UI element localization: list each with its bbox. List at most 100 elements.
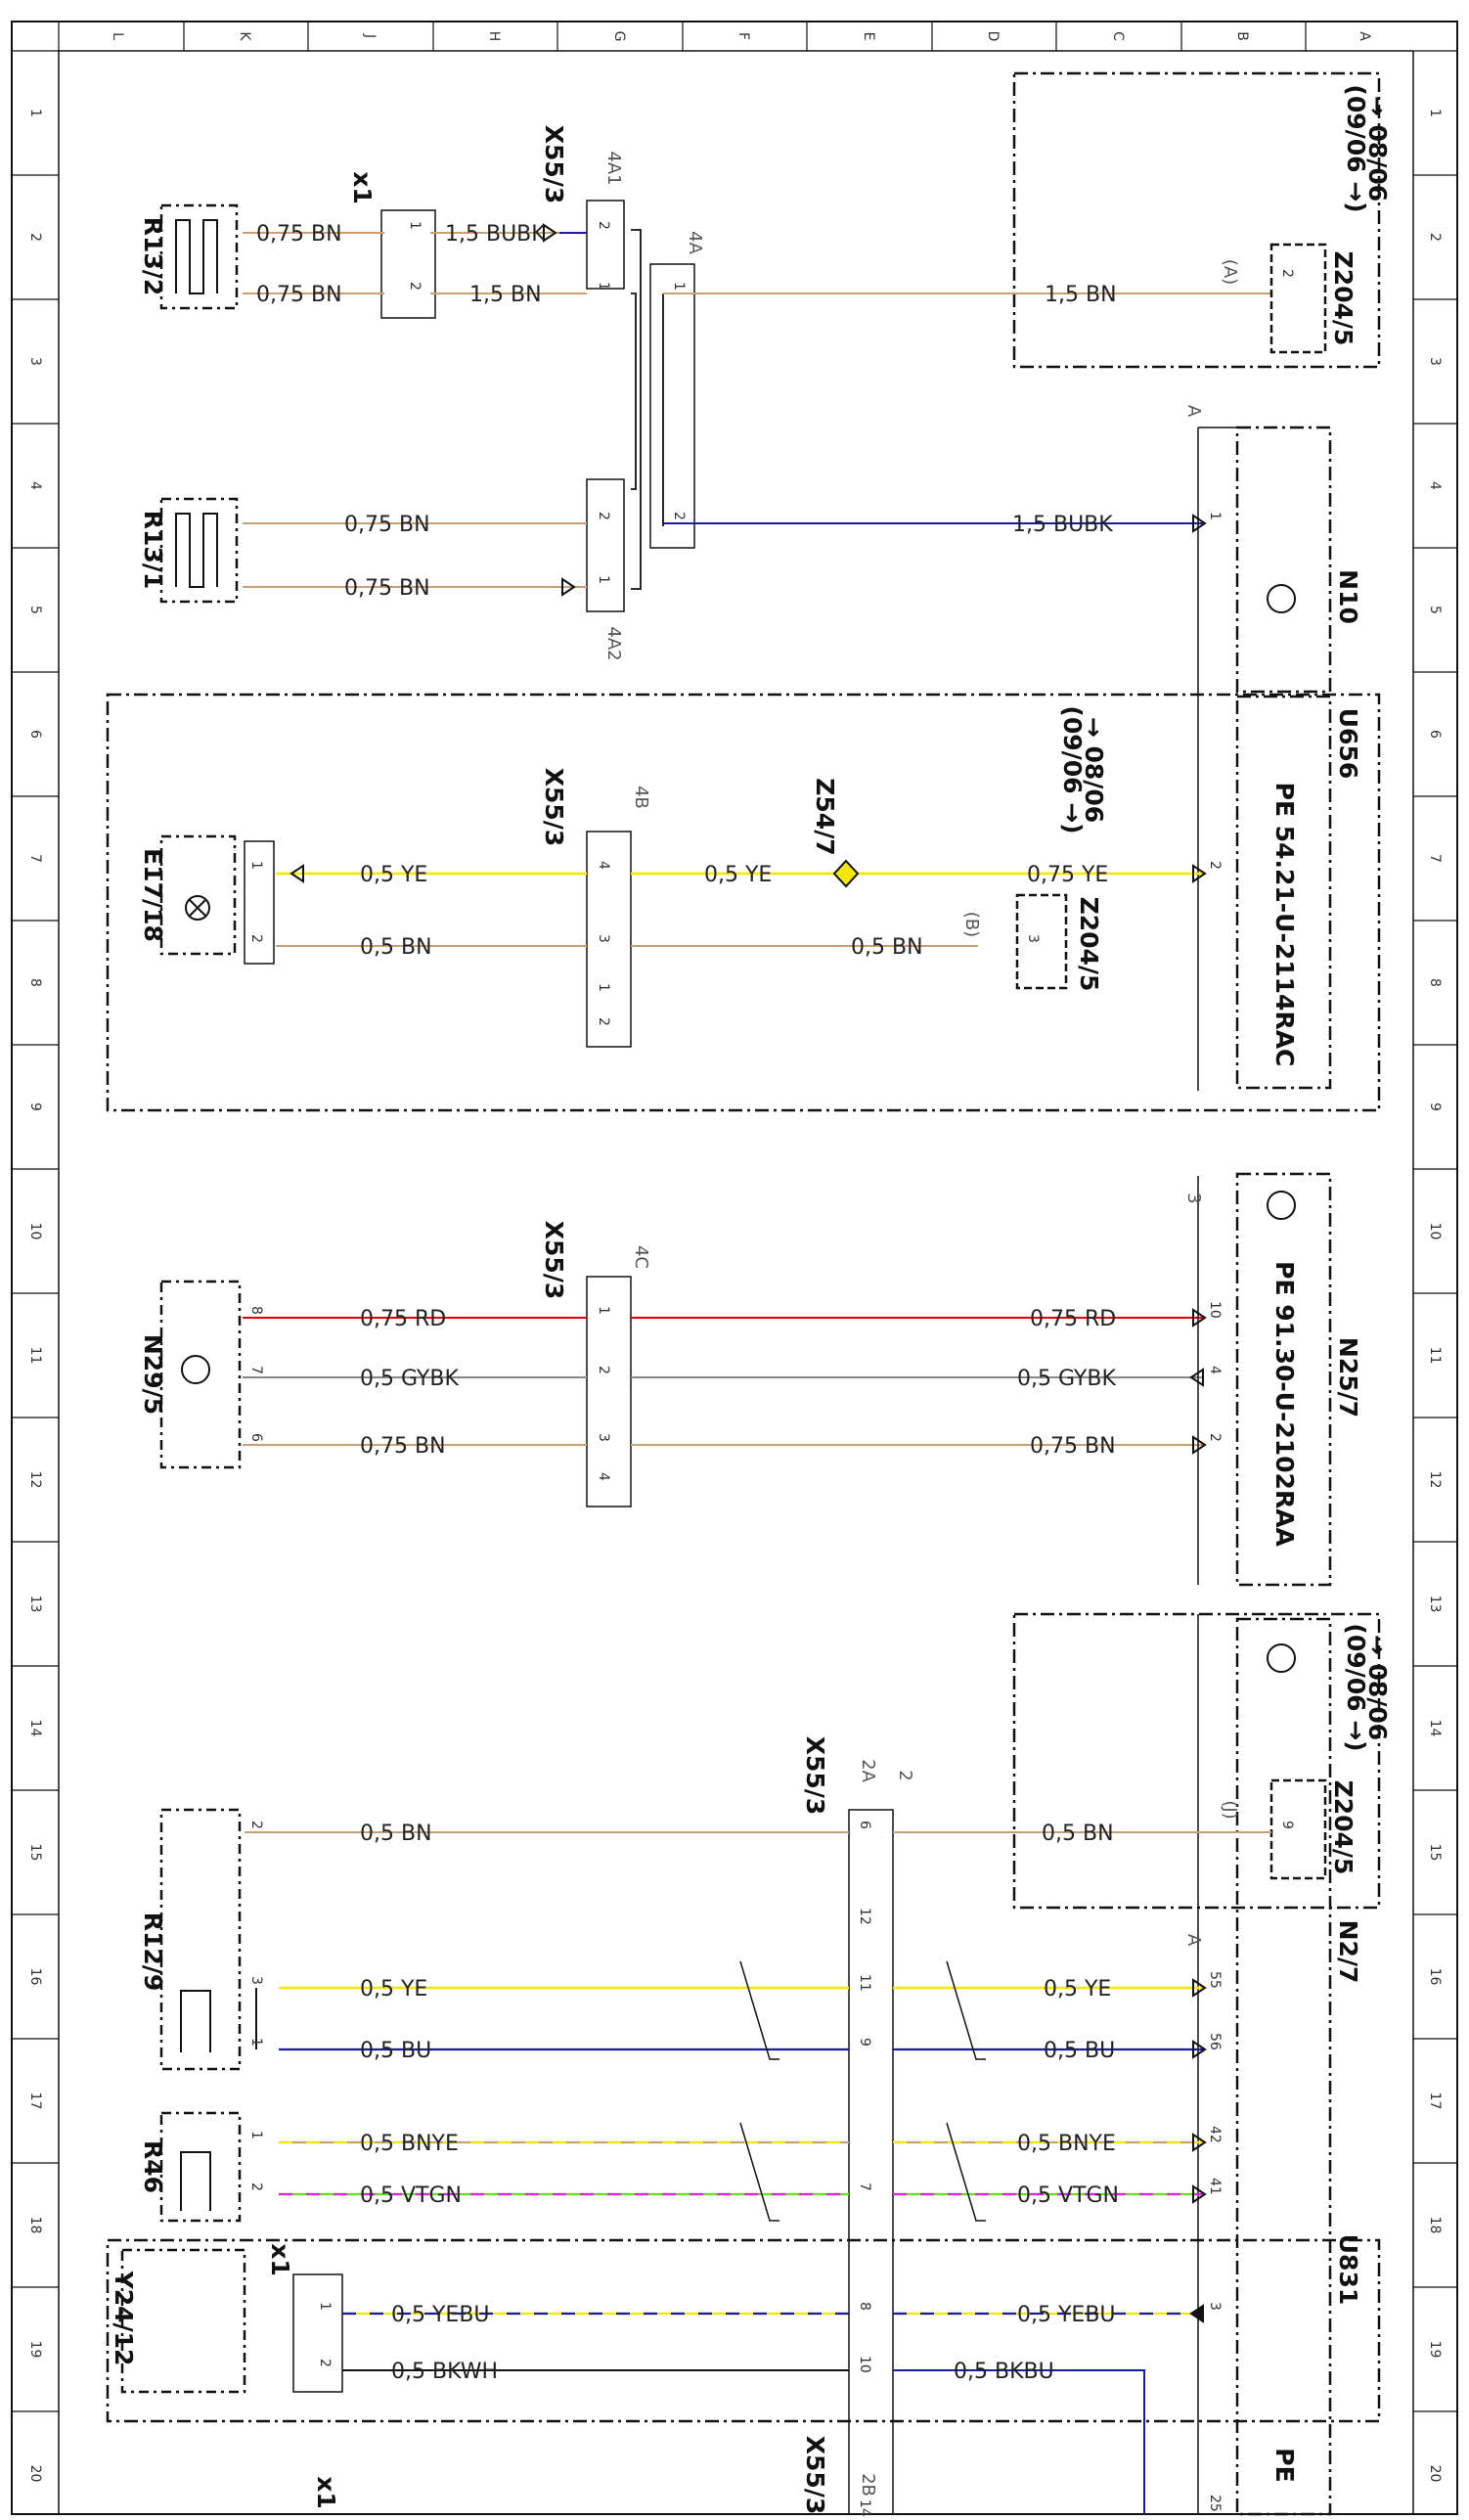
component-x55-3: X55/3: [801, 2436, 829, 2515]
row-label: 9: [27, 1102, 43, 1111]
pin-number: 2: [596, 1017, 611, 1026]
row-label: 7: [1427, 854, 1443, 863]
row-label: 5: [27, 606, 43, 614]
row-label: 18: [1427, 2217, 1443, 2234]
row-label: 2: [27, 233, 43, 242]
wire-label: 0,5 YE: [1044, 1977, 1111, 2002]
wire-label: 0,5 VTGN: [360, 2183, 462, 2208]
conn-2a: 2A: [858, 1759, 878, 1782]
conn-a: A: [1183, 405, 1204, 418]
pin-number: 9: [857, 2038, 872, 2047]
date-from: → 08/06: [1363, 96, 1392, 202]
row-label: 16: [27, 1968, 43, 1986]
pin-number: 8: [248, 1306, 264, 1315]
wire-label: 0,5 BNYE: [360, 2132, 459, 2156]
component-z204-5: Z204/5: [1329, 1780, 1358, 1875]
row-label: 3: [1427, 357, 1443, 366]
date-to: (09/06 →): [1342, 84, 1370, 212]
row-label: 13: [27, 1596, 43, 1613]
pin-number: 4: [596, 861, 611, 870]
wire-label: 0,5 YE: [704, 863, 772, 887]
pin-number: 1: [248, 861, 264, 870]
col-label: E: [861, 32, 876, 41]
labels: R13/2 R13/1 E17/18 N29/5 R12/9 R46 Y24/1…: [110, 84, 1392, 2514]
pin-number: 6: [857, 1821, 872, 1829]
pin-number: 2: [1207, 861, 1223, 870]
wire-label: 0,5 BN: [1042, 1822, 1114, 1846]
pin-number: 1: [596, 282, 611, 291]
part-number-n25-7: PE 91.30-U-2102RAA: [1270, 1261, 1299, 1547]
row-label: 14: [1427, 1720, 1443, 1737]
row-label: 18: [27, 2217, 43, 2234]
section-lamp: [106, 693, 1381, 1112]
wire-label: 0,5 BN: [360, 1822, 432, 1846]
component-r13-1: R13/1: [139, 511, 167, 590]
row-label: 3: [27, 357, 43, 366]
pin-number: 10: [1207, 1301, 1223, 1319]
pin-number: 3: [1207, 2302, 1223, 2311]
wire-label: 1,5 BN: [469, 283, 542, 307]
component-r12-9: R12/9: [139, 1912, 167, 1992]
col-label: B: [1234, 31, 1250, 41]
wire-label: 0,5 GYBK: [1017, 1367, 1116, 1391]
conn-4a1: 4A1: [603, 151, 624, 185]
pin-number: 4: [1207, 1366, 1223, 1374]
pin-number: 4: [596, 1472, 611, 1481]
section-heater-lines: [159, 71, 1381, 1091]
wire-label: 1,5 BUBK: [445, 222, 546, 247]
row-label: 11: [27, 1347, 43, 1365]
component-u831: U831: [1334, 2234, 1362, 2306]
wire-label: 0,5 BKWH: [391, 2360, 498, 2384]
pin-number: 2: [1279, 269, 1295, 278]
row-label: 15: [27, 1844, 43, 1862]
pin-number: 1: [596, 1306, 611, 1315]
row-label: 1: [27, 109, 43, 117]
col-label: F: [735, 32, 751, 40]
row-label: 14: [27, 1720, 43, 1737]
col-label: L: [110, 32, 125, 40]
col-label: A: [1357, 31, 1372, 41]
pin-number: 2: [248, 934, 264, 943]
conn-4a: 4A: [685, 231, 705, 254]
row-label: 10: [27, 1223, 43, 1240]
pin-number: 1: [596, 983, 611, 992]
row-label: 4: [1427, 481, 1443, 490]
wire-label: 0,5 BN: [851, 935, 923, 960]
pin-number: 41: [1207, 2178, 1223, 2195]
pin-number: 2: [671, 512, 687, 520]
pin-number: 12: [857, 1908, 872, 1925]
wire-label: 0,75 BN: [344, 576, 430, 601]
date-to: (09/06 →): [1342, 1623, 1370, 1751]
pin-number: 1: [1207, 512, 1223, 520]
row-label: 12: [1427, 1471, 1443, 1489]
row-label: 20: [1427, 2465, 1443, 2483]
wire-label: 0,5 BU: [360, 2039, 431, 2063]
pin-number: 2: [248, 2182, 264, 2191]
wire-label: 0,5 YE: [360, 863, 427, 887]
component-y24-12: Y24/12: [110, 2271, 138, 2366]
component-n25-7: N25/7: [1334, 1337, 1362, 1418]
pin-number: 2: [248, 1821, 264, 1829]
wire-label: 0,5 BNYE: [1017, 2132, 1116, 2156]
pin-number: 3: [1025, 934, 1041, 943]
wire-label: 0,75 YE: [1027, 863, 1108, 887]
pin-number: 42: [1207, 2126, 1223, 2143]
conn-4b: 4B: [631, 786, 651, 809]
col-label: J: [362, 33, 378, 38]
row-label: 5: [1427, 606, 1443, 614]
pin-number: 11: [857, 1974, 872, 1992]
component-n2-7: N2/7: [1334, 1920, 1362, 1984]
part-number-u831: PE: [1270, 2448, 1299, 2482]
pin-number: 1: [248, 2131, 264, 2139]
pin-a: (A): [1220, 259, 1240, 285]
row-label: 4: [27, 481, 43, 490]
pin-number: 9: [1279, 1821, 1295, 1829]
pin-number: 1: [596, 575, 611, 584]
pin-number: 1: [248, 2038, 264, 2047]
wire-label: 0,5 YE: [360, 1977, 427, 2002]
column-ruler: L K J H G F E D C B A: [58, 22, 1372, 51]
component-z204-5: Z204/5: [1329, 251, 1358, 346]
wire-labels: 0,75 BN 0,75 BN 1,5 BUBK 1,5 BN 1,5 BN 0…: [256, 222, 1119, 2384]
row-label: 8: [1427, 978, 1443, 987]
